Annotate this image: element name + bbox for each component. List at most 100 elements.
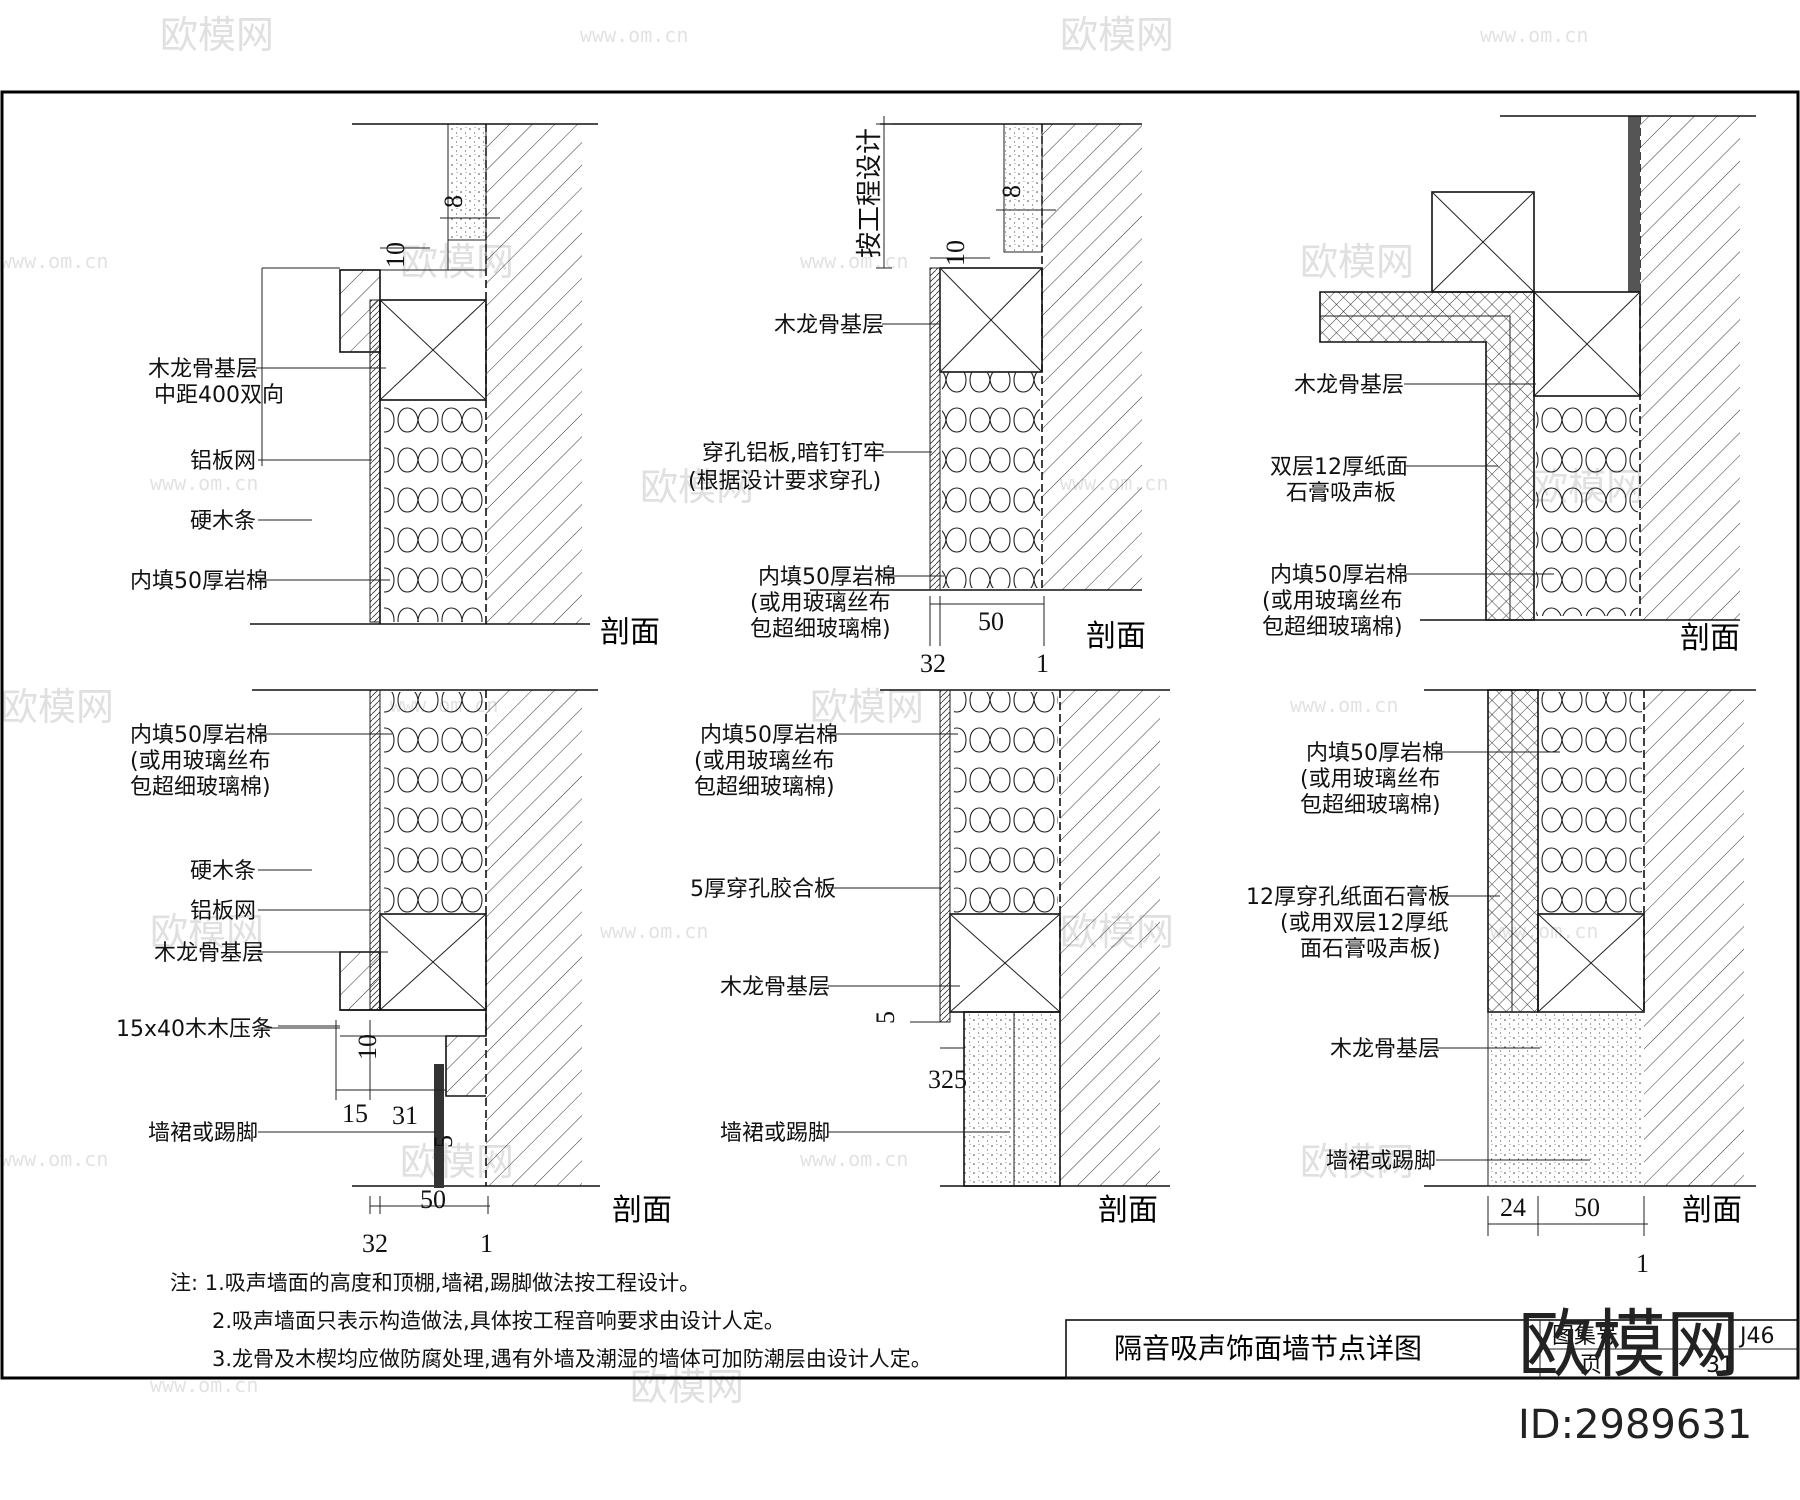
sheet-border — [0, 90, 1800, 1380]
dim-32: 32 — [362, 1229, 388, 1258]
watermark-brand: 欧模网 — [810, 685, 924, 729]
watermark-brand: 欧模网 — [0, 685, 114, 729]
top-cap-outline — [340, 239, 487, 271]
watermark-url: www.om.cn — [0, 249, 108, 273]
watermark-url: www.om.cn — [580, 23, 688, 47]
label-or-glass-cloth: (或用玻璃丝布 — [1300, 767, 1441, 792]
perforated-gypsum-board — [1488, 690, 1538, 1012]
plaster-layer — [448, 124, 486, 240]
label-hardwood-strip: 硬木条 — [190, 859, 256, 884]
detail-2: 8 10 按工程设计 50 32 1 木龙骨基层 穿孔铝板,暗钉钉牢 (根据设计… — [688, 116, 1146, 678]
title-block: 隔音吸声饰面墙节点详图 图集号 J46 页 31 — [1065, 1319, 1799, 1379]
detail-6: 24 50 1 内填50厚岩棉 (或用玻璃丝布 包超细玻璃棉) 12厚穿孔纸面石… — [1246, 689, 1756, 1278]
label-aluminum-mesh: 铝板网 — [190, 449, 256, 474]
label-double-gypsum: 双层12厚纸面 — [1270, 455, 1408, 480]
aluminum-mesh — [370, 300, 380, 622]
dim-10: 10 — [381, 242, 410, 268]
watermark-url: www.om.cn — [1480, 23, 1588, 47]
label-skirting: 墙裙或踢脚 — [1326, 1149, 1436, 1174]
label-glass-wool: 包超细玻璃棉) — [750, 617, 891, 642]
keel-cross — [1431, 191, 1535, 293]
watermark-brand: 欧模网 — [1300, 1140, 1414, 1184]
keel-cross — [379, 299, 487, 401]
watermark-row-6: www.om.cn 欧模网 www.om.cn 欧模网 — [0, 1140, 1414, 1184]
label-hardwood-strip: 硬木条 — [190, 509, 256, 534]
rock-wool-fill — [1540, 692, 1642, 914]
watermark-url: www.om.cn — [0, 1147, 108, 1171]
label-perforation-note: (根据设计要求穿孔) — [688, 469, 881, 494]
plaster-layer — [1004, 124, 1042, 252]
note-2: 2.吸声墙面只表示构造做法,具体按工程音响要求由设计人定。 — [212, 1309, 785, 1333]
dim-1: 1 — [1636, 1249, 1649, 1278]
label-or-glass-cloth: (或用玻璃丝布 — [1262, 589, 1403, 614]
rock-wool-fill — [954, 692, 1058, 914]
watermark-layer: 欧模网 www.om.cn 欧模网 www.om.cn www.om.cn 欧模… — [0, 13, 1644, 1409]
dim-1: 1 — [1036, 649, 1049, 678]
aluminum-mesh — [370, 690, 380, 1010]
dim-50: 50 — [978, 607, 1004, 636]
label-per-design: 按工程设计 — [855, 128, 885, 258]
label-or-glass-cloth: (或用玻璃丝布 — [130, 749, 271, 774]
label-or-double-gypsum: (或用双层12厚纸 — [1280, 911, 1449, 936]
detail-4: 10 15 31 5 50 32 1 内填50厚岩棉 (或用玻璃丝布 包超细玻璃… — [116, 689, 672, 1258]
dim-24: 24 — [1500, 1193, 1526, 1222]
drawing-title: 隔音吸声饰面墙节点详图 — [1114, 1332, 1422, 1365]
wall-hatch — [1640, 116, 1740, 620]
notes: 注: 1.吸声墙面的高度和顶棚,墙裙,踢脚做法按工程设计。 2.吸声墙面只表示构… — [170, 1271, 932, 1371]
rock-wool-fill — [942, 372, 1040, 588]
watermark-brand: 欧模网 — [1300, 240, 1414, 284]
panel-outline — [929, 267, 941, 591]
wood-press-strip — [340, 952, 380, 1010]
plywood-outline — [939, 689, 951, 1023]
dim-50: 50 — [1574, 1193, 1600, 1222]
label-glass-wool: 包超细玻璃棉) — [1300, 793, 1441, 818]
page-number: 31 — [1706, 1353, 1734, 1378]
keel-cross — [949, 913, 1061, 1013]
wall-hatch — [1060, 690, 1160, 1186]
label-or-glass-cloth: (或用玻璃丝布 — [694, 749, 835, 774]
label-aluminum-mesh: 铝板网 — [190, 899, 256, 924]
dim-1: 1 — [480, 1229, 493, 1258]
dim-5: 5 — [429, 1135, 458, 1148]
label-perforated-aluminum: 穿孔铝板,暗钉钉牢 — [702, 441, 885, 466]
keel-cross — [1537, 913, 1645, 1013]
gypsum-board-double — [1320, 292, 1534, 620]
label-rock-wool: 内填50厚岩棉 — [1306, 741, 1444, 766]
watermark-brand: 欧模网 — [150, 910, 264, 954]
dim-325: 325 — [928, 1065, 967, 1094]
wall-hatch — [1644, 690, 1744, 1186]
label-wood-keel: 木龙骨基层 — [774, 313, 884, 338]
label-skirting: 墙裙或踢脚 — [720, 1121, 830, 1146]
section-label: 剖面 — [1098, 1193, 1158, 1228]
keel-cross — [939, 267, 1043, 373]
perforated-plywood — [940, 690, 950, 1022]
dim-15: 15 — [342, 1099, 368, 1128]
label-wood-keel: 木龙骨基层 — [148, 357, 258, 382]
perforated-aluminum-panel — [930, 268, 940, 590]
label-perforated-plywood: 5厚穿孔胶合板 — [690, 877, 836, 902]
label-wood-keel: 木龙骨基层 — [1294, 373, 1404, 398]
watermark-brand: 欧模网 — [160, 13, 274, 57]
section-label: 剖面 — [1682, 1193, 1742, 1228]
rock-wool-fill — [384, 400, 484, 622]
watermark-brand: 欧模网 — [630, 1365, 744, 1409]
rock-wool-fill — [1536, 396, 1638, 616]
watermark-row-2: www.om.cn 欧模网 www.om.cn 欧模网 — [0, 240, 1414, 284]
wall-finish-strip — [1628, 116, 1640, 292]
keel-cross — [379, 913, 487, 1011]
gypsum-board-outline — [1319, 291, 1535, 621]
section-label: 剖面 — [1086, 619, 1146, 654]
label-glass-wool: 包超细玻璃棉) — [1262, 615, 1403, 640]
note-1: 注: 1.吸声墙面的高度和顶棚,墙裙,踢脚做法按工程设计。 — [170, 1271, 700, 1295]
note-3: 3.龙骨及木楔均应做防腐处理,遇有外墙及潮湿的墙体可加防潮层由设计人定。 — [212, 1347, 932, 1371]
watermark-row-7: www.om.cn 欧模网 — [150, 1365, 744, 1409]
detail-3: 木龙骨基层 双层12厚纸面 石膏吸声板 内填50厚岩棉 (或用玻璃丝布 包超细玻… — [1262, 115, 1756, 656]
watermark-url: www.om.cn — [1290, 693, 1398, 717]
label-gypsum-absorb: 石膏吸声板 — [1286, 481, 1396, 506]
watermark-url: www.om.cn — [800, 1147, 908, 1171]
detail-1: 8 10 木龙骨基层 中距400双向 铝板网 硬木条 内填50厚岩棉 剖面 — [130, 123, 660, 650]
watermark-url: www.om.cn — [800, 249, 908, 273]
dim-8: 8 — [997, 185, 1026, 198]
skirting-plaster — [1488, 1012, 1644, 1186]
label-rock-wool: 内填50厚岩棉 — [758, 565, 896, 590]
